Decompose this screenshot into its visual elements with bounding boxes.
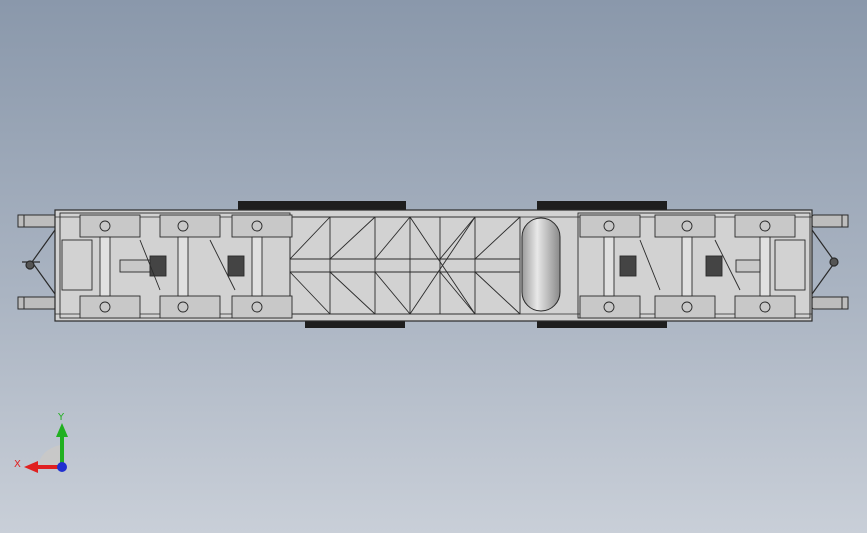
skirt-top-left [238, 201, 406, 210]
center-truss [289, 216, 521, 315]
skirt-bottom-left [305, 321, 405, 328]
z-axis-dot [57, 462, 67, 472]
skirt-bottom-right [537, 321, 667, 328]
x-axis-arrow [24, 461, 38, 473]
y-axis-label: Y [57, 412, 65, 423]
bogie-right [577, 212, 811, 319]
orientation-triad: X Y [14, 412, 68, 473]
triad-plane-shading [38, 445, 60, 467]
x-axis-label: X [14, 459, 21, 470]
skirt-top-right [537, 201, 667, 210]
couplers [22, 229, 839, 295]
y-axis-arrow [56, 423, 68, 437]
fuel-tank [521, 217, 561, 312]
bogie-left [59, 212, 293, 319]
